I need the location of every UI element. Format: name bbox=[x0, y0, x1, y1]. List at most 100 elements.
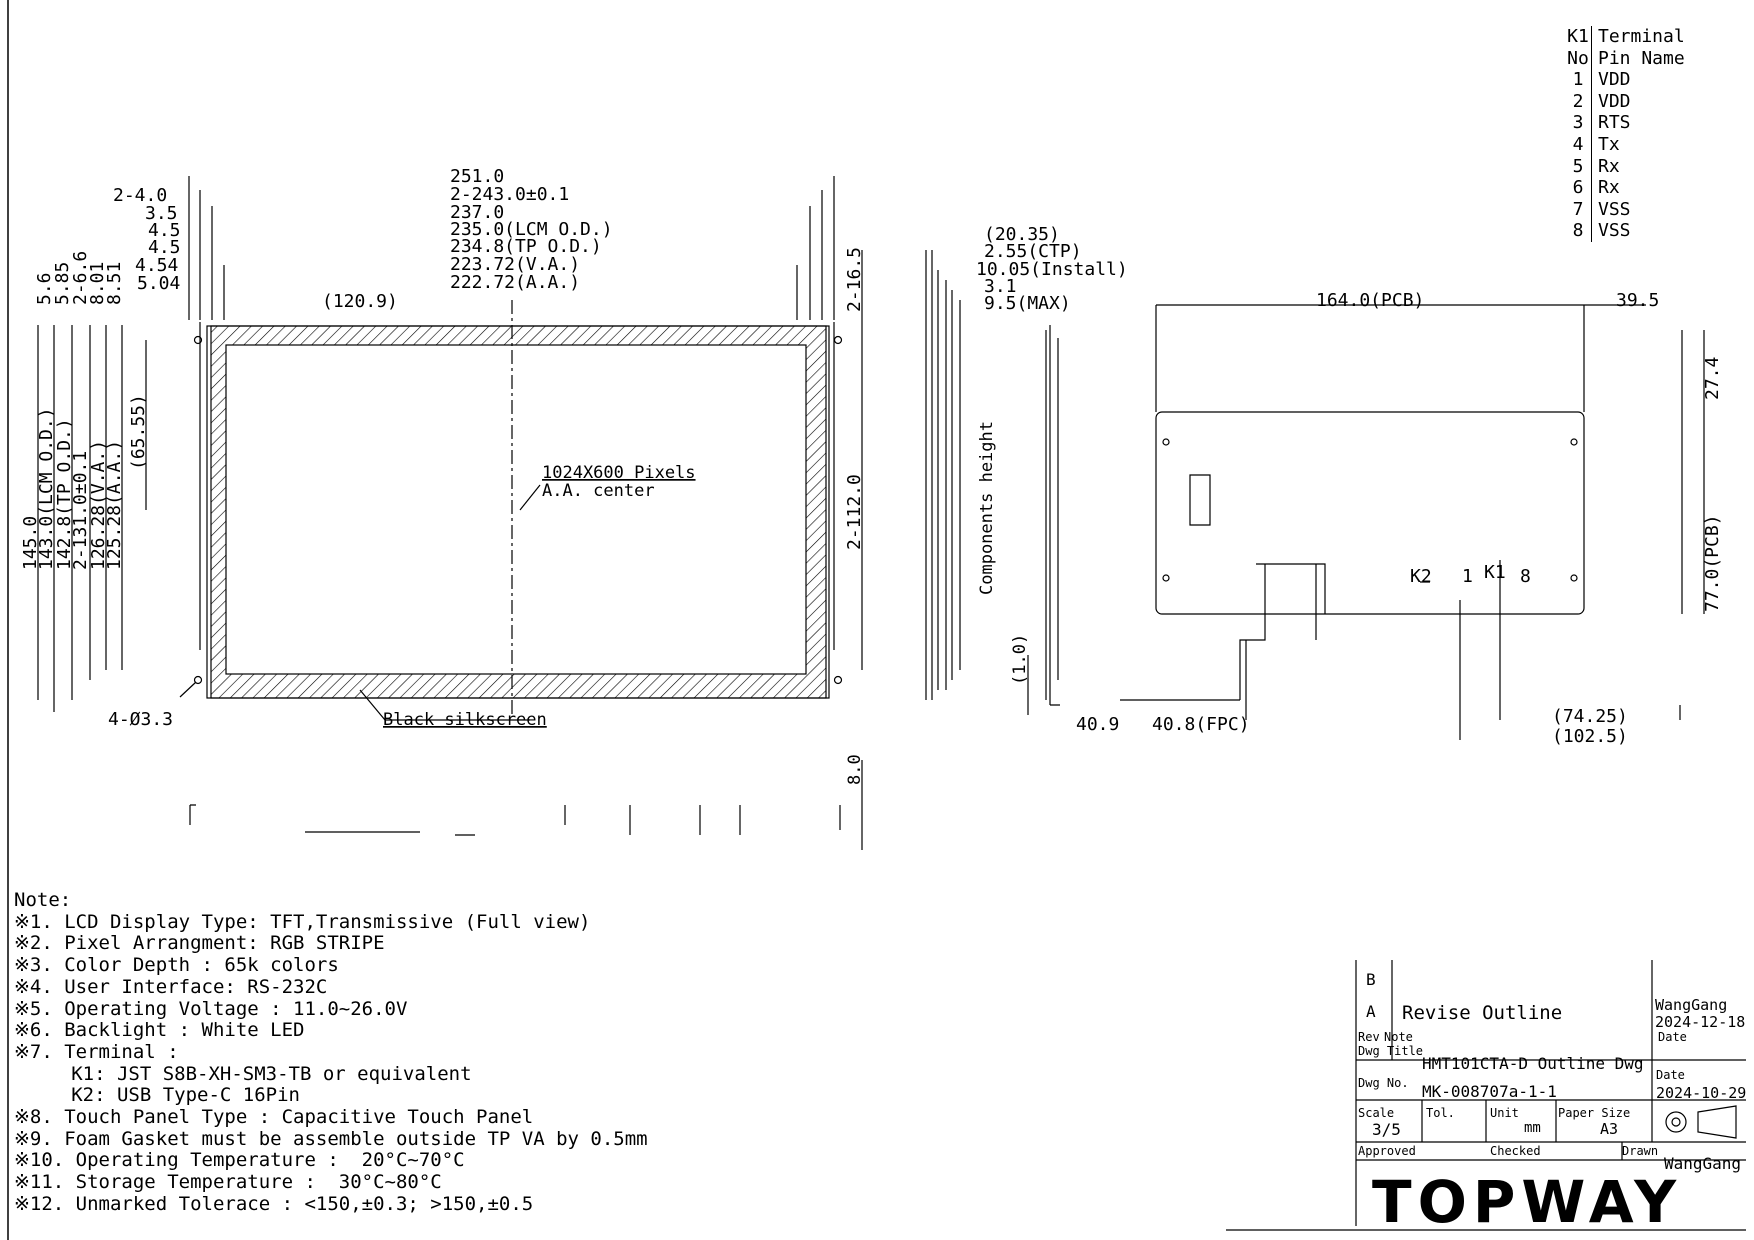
dim-top-2: 2-243.0±0.1 bbox=[450, 184, 569, 205]
pin-no: 8 bbox=[1565, 220, 1592, 242]
pin-no: 4 bbox=[1565, 133, 1592, 156]
pcb-dim-label: 164.0(PCB) bbox=[1316, 290, 1424, 311]
note-line: ※1. LCD Display Type: TFT,Transmissive (… bbox=[14, 910, 591, 933]
note-line: ※10. Operating Temperature : 20°C~70°C bbox=[14, 1149, 465, 1172]
date2-label: Date bbox=[1656, 1068, 1685, 1082]
date-label: Date bbox=[1658, 1030, 1687, 1044]
title-block-lines bbox=[1226, 960, 1746, 1231]
note-line: ※8. Touch Panel Type : Capacitive Touch … bbox=[14, 1106, 534, 1129]
note-line: ※7. Terminal : bbox=[14, 1040, 179, 1063]
dim-top-5: 234.8(TP O.D.) bbox=[450, 236, 602, 257]
pcb-outline bbox=[1155, 411, 1585, 615]
rear-dim-7425: (74.25) bbox=[1552, 706, 1628, 727]
hole-label: 4-Ø3.3 bbox=[108, 709, 173, 730]
paper-size-value: A3 bbox=[1600, 1120, 1619, 1138]
pin-no: 3 bbox=[1565, 112, 1592, 134]
topway-logo: TOPWAY bbox=[1372, 1168, 1683, 1236]
date2: 2024-10-29 bbox=[1656, 1084, 1747, 1102]
dim-left-top-6: 5.04 bbox=[137, 273, 180, 294]
dim-small-851: 8.51 bbox=[104, 262, 125, 305]
silkscreen-label: Black silkscreen bbox=[383, 710, 547, 730]
approved-label: Approved bbox=[1358, 1144, 1416, 1158]
dim-top-3: 237.0 bbox=[450, 202, 504, 223]
dim-small-56: 5.6 bbox=[34, 272, 55, 305]
dwg-title-label: Dwg Title bbox=[1358, 1044, 1424, 1058]
side-dim-bottom: (1.0) bbox=[1010, 634, 1030, 685]
dim-vert-143: 143.0(LCM O.D.) bbox=[36, 407, 57, 570]
dim-small-585: 5.85 bbox=[52, 262, 73, 305]
table-row: 2 VDD bbox=[1565, 90, 1685, 113]
dim-left-top-3: 4.5 bbox=[148, 220, 181, 241]
fpc-dim-label: 40.8(FPC) bbox=[1152, 714, 1250, 735]
pixels-label: 1024X600 Pixels bbox=[542, 463, 696, 483]
dim-small-801: 8.01 bbox=[87, 262, 108, 305]
side-dim-1: (20.35) bbox=[984, 224, 1060, 245]
table-row: 8 VSS bbox=[1565, 220, 1685, 242]
table-title: Terminal bbox=[1598, 26, 1685, 47]
scale-value: 3/5 bbox=[1372, 1120, 1401, 1139]
rev-drawn-by: WangGang bbox=[1655, 996, 1728, 1014]
side-view bbox=[925, 250, 1059, 715]
dim-vert-6555: (65.55) bbox=[128, 394, 149, 470]
pin-name: VDD bbox=[1598, 69, 1631, 91]
rear-dim-274: 27.4 bbox=[1702, 357, 1723, 400]
rear-view bbox=[1049, 304, 1705, 740]
center-dim-label: (120.9) bbox=[322, 291, 398, 312]
dim-left-top-5: 4.54 bbox=[135, 255, 178, 276]
black-silkscreen-area bbox=[211, 326, 826, 698]
dim-top-1: 251.0 bbox=[450, 166, 504, 187]
dim-vert-131: 2-131.0±0.1 bbox=[70, 451, 91, 570]
note-line: ※6. Backlight : White LED bbox=[14, 1019, 305, 1042]
dim-top-6: 223.72(V.A.) bbox=[450, 254, 580, 275]
note-line: ※11. Storage Temperature : 30°C~80°C bbox=[14, 1171, 442, 1194]
drawn-value: WangGang bbox=[1664, 1154, 1742, 1173]
rear-dim-1025: (102.5) bbox=[1552, 726, 1628, 747]
rear-dim-395: 39.5 bbox=[1616, 290, 1659, 311]
pin-name: VDD bbox=[1598, 90, 1631, 112]
front-view bbox=[37, 176, 863, 850]
note-line: ※3. Color Depth : 65k colors bbox=[14, 954, 339, 977]
rear-view-labels: 164.0(PCB) 39.5 27.4 77.0(PCB) K2 1 K1 8… bbox=[1076, 290, 1723, 747]
aa-center-label: A.A. center bbox=[542, 481, 655, 501]
scale-label: Scale bbox=[1358, 1106, 1395, 1120]
pin-no: 6 bbox=[1565, 177, 1592, 199]
pin-name: VSS bbox=[1598, 220, 1631, 242]
rev-a: A bbox=[1366, 1002, 1376, 1021]
k2-label: K2 bbox=[1410, 566, 1432, 587]
lcm-outline bbox=[206, 325, 830, 699]
note-line: ※9. Foam Gasket must be assemble outside… bbox=[14, 1127, 648, 1150]
revise-note: Revise Outline bbox=[1402, 1002, 1563, 1024]
table-header: K1 Terminal bbox=[1565, 26, 1685, 48]
note-line: ※4. User Interface: RS-232C bbox=[14, 975, 328, 998]
side-view-labels: (20.35) 2.55(CTP) 10.05(Install) 3.1 9.5… bbox=[976, 224, 1128, 685]
dim-top-4: 235.0(LCM O.D.) bbox=[450, 219, 613, 240]
rev-label: Rev bbox=[1358, 1030, 1380, 1044]
col-no: No bbox=[1565, 47, 1592, 70]
k1-label: K1 bbox=[1484, 562, 1506, 583]
pin-name: Rx bbox=[1598, 155, 1620, 177]
side-dim-3: 10.05(Install) bbox=[976, 259, 1128, 280]
pin1-label: 1 bbox=[1462, 566, 1473, 587]
dim-right-112: 2-112.0 bbox=[844, 474, 865, 550]
unit-value: mm bbox=[1524, 1120, 1541, 1136]
components-height-label: Components height bbox=[977, 421, 997, 595]
rear-dim-409: 40.9 bbox=[1076, 714, 1119, 735]
dim-vert-1428: 142.8(TP O.D.) bbox=[54, 418, 75, 570]
dim-left-top-2: 3.5 bbox=[145, 203, 178, 224]
rev-b: B bbox=[1366, 970, 1376, 989]
dwg-no-label: Dwg No. bbox=[1358, 1076, 1409, 1090]
pin-no: 2 bbox=[1565, 90, 1592, 113]
dim-right-165: 2-16.5 bbox=[844, 247, 865, 312]
pin-no: 7 bbox=[1565, 198, 1592, 221]
table-subheader: No Pin Name bbox=[1565, 47, 1685, 70]
tol-label: Tol. bbox=[1426, 1106, 1455, 1120]
notes-block: Note: ※1. LCD Display Type: TFT,Transmis… bbox=[14, 889, 648, 1216]
rev-date: 2024-12-18 bbox=[1655, 1013, 1746, 1031]
paper-size-label: Paper Size bbox=[1558, 1106, 1631, 1120]
